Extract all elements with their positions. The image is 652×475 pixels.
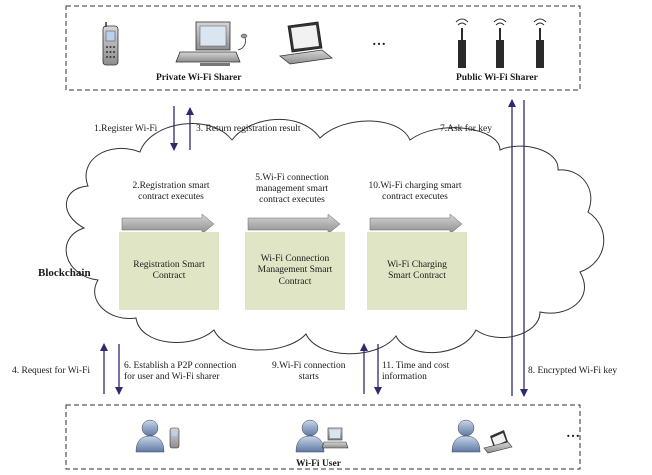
step-6-label: 6. Establish a P2P connection for user a… [124, 361, 237, 382]
wifi-tower-icon-3 [533, 18, 547, 68]
wifi-user-label: Wi-Fi User [296, 459, 341, 469]
step-1-label: 1.Register Wi-Fi [94, 124, 158, 134]
contract-arrow-2 [247, 213, 341, 235]
charging-contract-box: Wi-Fi Charging Smart Contract [367, 232, 467, 310]
contract-3-exec-label: 10.Wi-Fi charging smart contract execute… [368, 181, 462, 202]
private-sharer-label: Private Wi-Fi Sharer [156, 73, 242, 83]
registration-contract-label: Registration Smart Contract [133, 259, 205, 282]
step-3-label: 3. Return registration result [196, 124, 301, 134]
contract-1-exec-label: 2.Registration smart contract executes [132, 181, 210, 202]
sharer-group-box [65, 5, 581, 91]
mobile-phone-icon [102, 22, 119, 66]
contract-arrow-3 [369, 213, 463, 235]
contract-2-exec-label: 5.Wi-Fi connection management smart cont… [255, 173, 329, 205]
registration-contract-box: Registration Smart Contract [119, 232, 219, 310]
step-9-label: 9.Wi-Fi connection starts [272, 361, 346, 382]
user-group-box [65, 404, 581, 470]
public-sharer-label: Public Wi-Fi Sharer [456, 73, 538, 83]
desktop-computer-icon [175, 21, 248, 66]
wifi-tower-icon-1 [455, 18, 469, 68]
step-11-label: 11. Time and cost information [382, 361, 450, 382]
user-with-phone-icon [135, 419, 180, 453]
user-with-computer-icon [295, 419, 349, 453]
blockchain-label: Blockchain [38, 267, 91, 279]
bottom-ellipsis: … [566, 426, 580, 441]
connection-management-contract-label: Wi-Fi Connection Management Smart Contra… [257, 253, 333, 287]
wifi-tower-icon-2 [493, 18, 507, 68]
step-4-label: 4. Request for Wi-Fi [12, 366, 91, 376]
step-7-label: 7.Ask for key [440, 124, 492, 134]
laptop-icon [279, 21, 333, 65]
contract-arrow-1 [121, 213, 215, 235]
connection-management-contract-box: Wi-Fi Connection Management Smart Contra… [245, 232, 345, 310]
user-with-laptop-icon [451, 419, 513, 454]
charging-contract-label: Wi-Fi Charging Smart Contract [387, 259, 447, 282]
top-ellipsis: … [372, 34, 386, 49]
step-8-label: 8. Encrypted Wi-Fi key [528, 366, 618, 376]
